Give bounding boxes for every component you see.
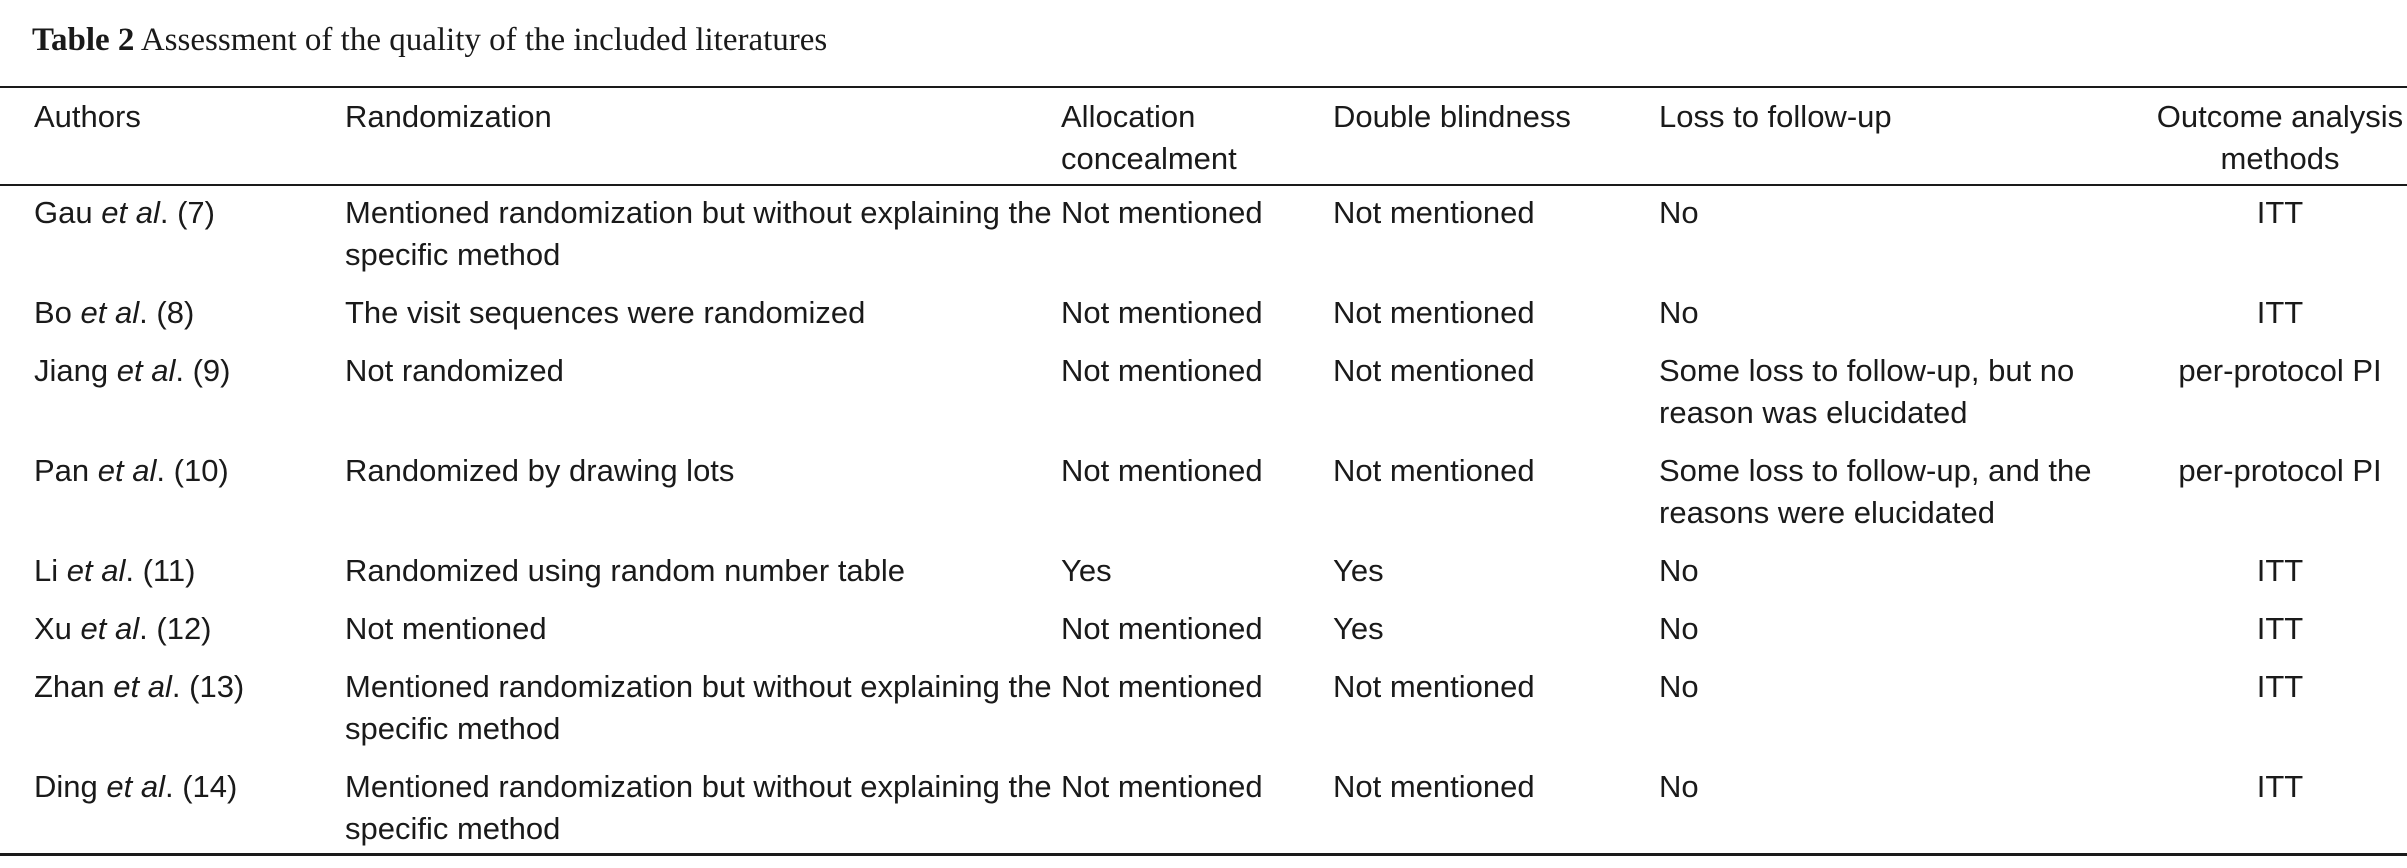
- cell-double-blindness: Yes: [1333, 611, 1384, 646]
- author-et-al: et al: [97, 453, 157, 488]
- cell-allocation-concealment: Not mentioned: [1061, 769, 1263, 804]
- cell-loss-to-follow-up: No: [1659, 611, 1699, 646]
- cell-double-blindness: Yes: [1333, 553, 1384, 588]
- author-reference: . (11): [125, 553, 196, 588]
- cell-author: Jiang et al. (9): [0, 342, 345, 442]
- author-reference: . (8): [139, 295, 195, 330]
- cell-randomization: Randomized by drawing lots: [345, 453, 735, 488]
- cell-allocation-concealment: Not mentioned: [1061, 353, 1263, 388]
- cell-randomization: Not mentioned: [345, 611, 547, 646]
- cell-double-blindness: Not mentioned: [1333, 769, 1535, 804]
- author-reference: . (14): [165, 769, 238, 804]
- author-name: Bo: [34, 295, 72, 330]
- table-row: Pan et al. (10)Randomized by drawing lot…: [0, 442, 2407, 542]
- cell-randomization: Mentioned randomization but without expl…: [345, 669, 1052, 746]
- author-reference: . (12): [139, 611, 212, 646]
- author-reference: . (9): [175, 353, 231, 388]
- quality-assessment-table: Authors Randomization Allocation conceal…: [0, 88, 2407, 858]
- cell-double-blindness: Not mentioned: [1333, 353, 1535, 388]
- cell-allocation-concealment: Yes: [1061, 553, 1112, 588]
- table-bottom-rule: [0, 853, 2407, 856]
- author-name: Pan: [34, 453, 90, 488]
- table-row: Ding et al. (14)Mentioned randomization …: [0, 758, 2407, 858]
- cell-author: Ding et al. (14): [0, 758, 345, 858]
- author-et-al: et al: [101, 195, 160, 230]
- header-row: Authors Randomization Allocation conceal…: [0, 88, 2407, 184]
- column-header-allocation-concealment: Allocation concealment: [1061, 99, 1237, 176]
- table-body: Gau et al. (7)Mentioned randomization bu…: [0, 184, 2407, 858]
- cell-outcome-analysis-method: per-protocol PI: [2178, 353, 2382, 388]
- author-reference: . (13): [171, 669, 245, 704]
- cell-randomization: The visit sequences were randomized: [345, 295, 866, 330]
- author-name: Gau: [34, 195, 93, 230]
- table-header-rule: [0, 184, 2407, 186]
- cell-loss-to-follow-up: No: [1659, 295, 1699, 330]
- cell-randomization: Not randomized: [345, 353, 564, 388]
- cell-randomization: Mentioned randomization but without expl…: [345, 769, 1052, 846]
- column-header-randomization: Randomization: [345, 99, 552, 134]
- column-header-double-blindness: Double blindness: [1333, 99, 1571, 134]
- cell-outcome-analysis-method: ITT: [2256, 553, 2304, 588]
- cell-outcome-analysis-method: ITT: [2256, 769, 2304, 804]
- author-name: Jiang: [34, 353, 109, 388]
- cell-loss-to-follow-up: No: [1659, 669, 1699, 704]
- author-et-al: et al: [116, 353, 176, 388]
- table-top-rule: [0, 86, 2407, 88]
- cell-allocation-concealment: Not mentioned: [1061, 611, 1263, 646]
- table-row: Zhan et al. (13)Mentioned randomization …: [0, 658, 2407, 758]
- cell-allocation-concealment: Not mentioned: [1061, 453, 1263, 488]
- cell-allocation-concealment: Not mentioned: [1061, 195, 1263, 230]
- cell-author: Li et al. (11): [0, 542, 345, 600]
- cell-author: Bo et al. (8): [0, 284, 345, 342]
- cell-outcome-analysis-method: ITT: [2256, 669, 2304, 704]
- author-et-al: et al: [113, 669, 172, 704]
- column-header-loss-to-follow-up: Loss to follow-up: [1659, 99, 1892, 134]
- author-et-al: et al: [80, 611, 140, 646]
- cell-author: Gau et al. (7): [0, 184, 345, 284]
- cell-double-blindness: Not mentioned: [1333, 453, 1535, 488]
- author-name: Xu: [34, 611, 72, 646]
- author-reference: . (7): [159, 195, 215, 230]
- table-caption: Table 2 Assessment of the quality of the…: [32, 22, 827, 59]
- cell-outcome-analysis-method: per-protocol PI: [2178, 453, 2382, 488]
- cell-allocation-concealment: Not mentioned: [1061, 295, 1263, 330]
- cell-loss-to-follow-up: No: [1659, 769, 1699, 804]
- author-name: Li: [34, 553, 59, 588]
- column-header-authors: Authors: [34, 99, 141, 134]
- author-name: Ding: [34, 769, 98, 804]
- author-et-al: et al: [106, 769, 165, 804]
- cell-loss-to-follow-up: Some loss to follow-up, and the reasons …: [1659, 453, 2092, 530]
- cell-outcome-analysis-method: ITT: [2256, 611, 2304, 646]
- cell-double-blindness: Not mentioned: [1333, 195, 1535, 230]
- cell-loss-to-follow-up: No: [1659, 195, 1699, 230]
- author-reference: . (10): [156, 453, 229, 488]
- column-header-outcome-analysis-methods: Outcome analysis methods: [2156, 99, 2404, 176]
- cell-loss-to-follow-up: No: [1659, 553, 1699, 588]
- cell-double-blindness: Not mentioned: [1333, 295, 1535, 330]
- cell-author: Pan et al. (10): [0, 442, 345, 542]
- cell-loss-to-follow-up: Some loss to follow-up, but no reason wa…: [1659, 353, 2075, 430]
- table-label: Table 2: [32, 22, 135, 58]
- table-row: Li et al. (11)Randomized using random nu…: [0, 542, 2407, 600]
- cell-author: Zhan et al. (13): [0, 658, 345, 758]
- cell-author: Xu et al. (12): [0, 600, 345, 658]
- author-et-al: et al: [66, 553, 126, 588]
- cell-randomization: Randomized using random number table: [345, 553, 906, 588]
- cell-allocation-concealment: Not mentioned: [1061, 669, 1263, 704]
- table-row: Bo et al. (8)The visit sequences were ra…: [0, 284, 2407, 342]
- author-et-al: et al: [80, 295, 140, 330]
- cell-randomization: Mentioned randomization but without expl…: [345, 195, 1052, 272]
- table-title: Assessment of the quality of the include…: [140, 22, 828, 58]
- cell-outcome-analysis-method: ITT: [2256, 295, 2304, 330]
- cell-double-blindness: Not mentioned: [1333, 669, 1535, 704]
- table-row: Gau et al. (7)Mentioned randomization bu…: [0, 184, 2407, 284]
- cell-outcome-analysis-method: ITT: [2256, 195, 2304, 230]
- author-name: Zhan: [34, 669, 105, 704]
